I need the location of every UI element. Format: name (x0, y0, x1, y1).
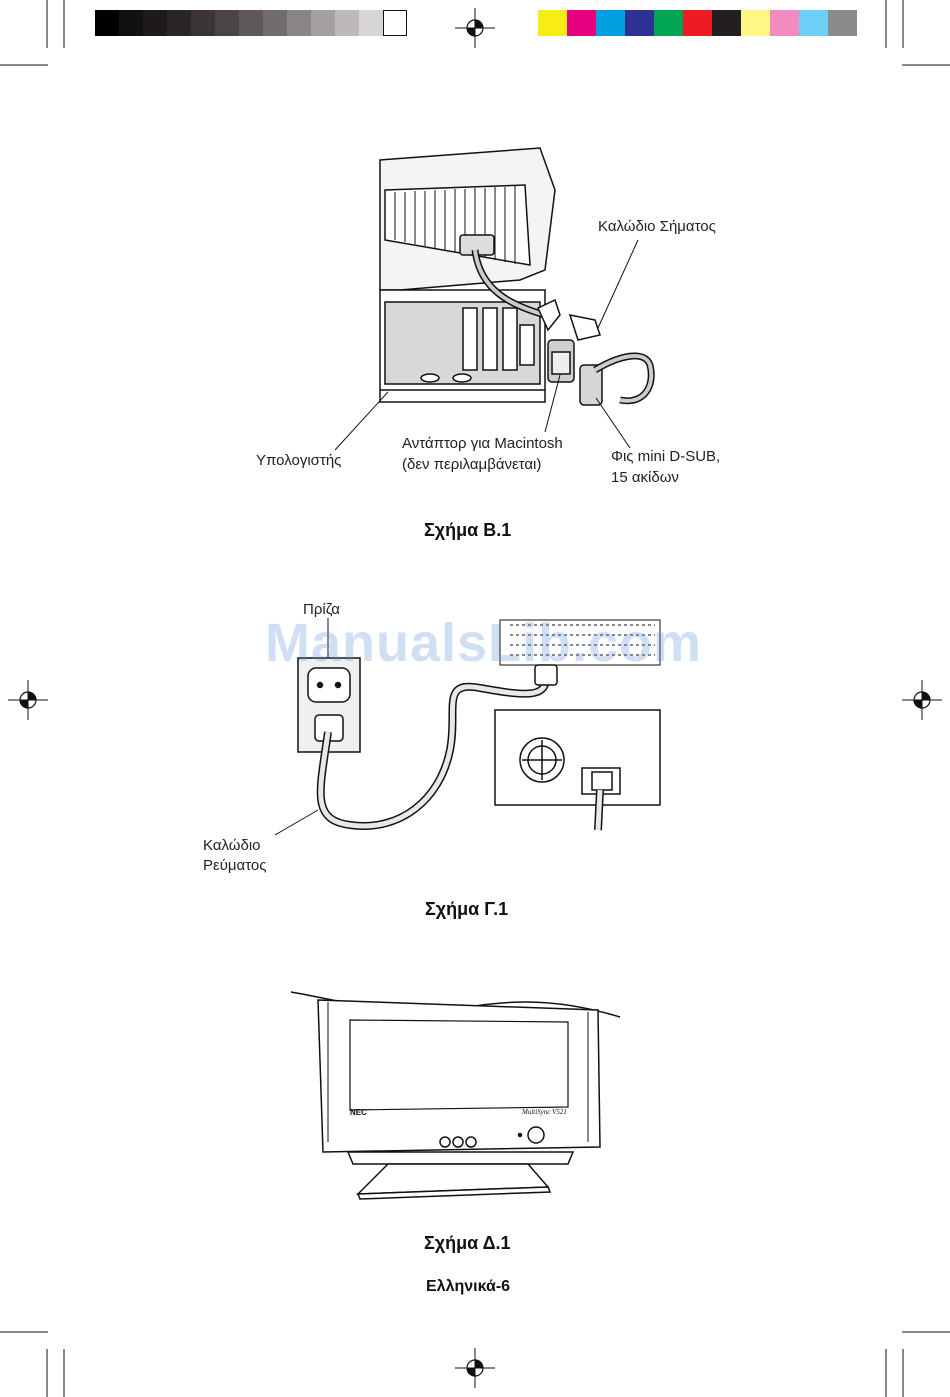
figure-d1-caption: Σχήμα Δ.1 (424, 1233, 511, 1254)
multisync-model-logo: MultiSync V521 (522, 1108, 567, 1116)
page-footer: Ελληνικά-6 (426, 1278, 510, 1296)
watermark: ManualsLib.com (265, 612, 702, 674)
figure-d1-illustration (288, 982, 628, 1212)
power-cable-label-line1: Καλώδιο (203, 835, 261, 856)
figure-b1-illustration (360, 140, 760, 470)
computer-label: Υπολογιστής (256, 450, 341, 471)
signal-cable-label: Καλώδιο Σήματος (598, 216, 716, 237)
nec-logo: NEC (350, 1108, 367, 1117)
outlet-label: Πρίζα (303, 599, 340, 620)
power-cable-label-line2: Ρεύματος (203, 855, 267, 876)
mac-adapter-label-line1: Αντάπτορ για Macintosh (402, 433, 563, 454)
mac-adapter-label-line2: (δεν περιλαμβάνεται) (402, 454, 541, 475)
figure-g1-caption: Σχήμα Γ.1 (425, 899, 508, 920)
registration-mark-bottom-icon (455, 1348, 495, 1388)
registration-mark-left-icon (8, 680, 48, 720)
registration-mark-top-icon (455, 8, 495, 48)
dsub-plug-label-line1: Φις mini D-SUB, (611, 446, 720, 467)
dsub-plug-label-line2: 15 ακίδων (611, 467, 679, 488)
figure-b1-caption: Σχήμα Β.1 (424, 520, 511, 541)
registration-mark-right-icon (902, 680, 942, 720)
